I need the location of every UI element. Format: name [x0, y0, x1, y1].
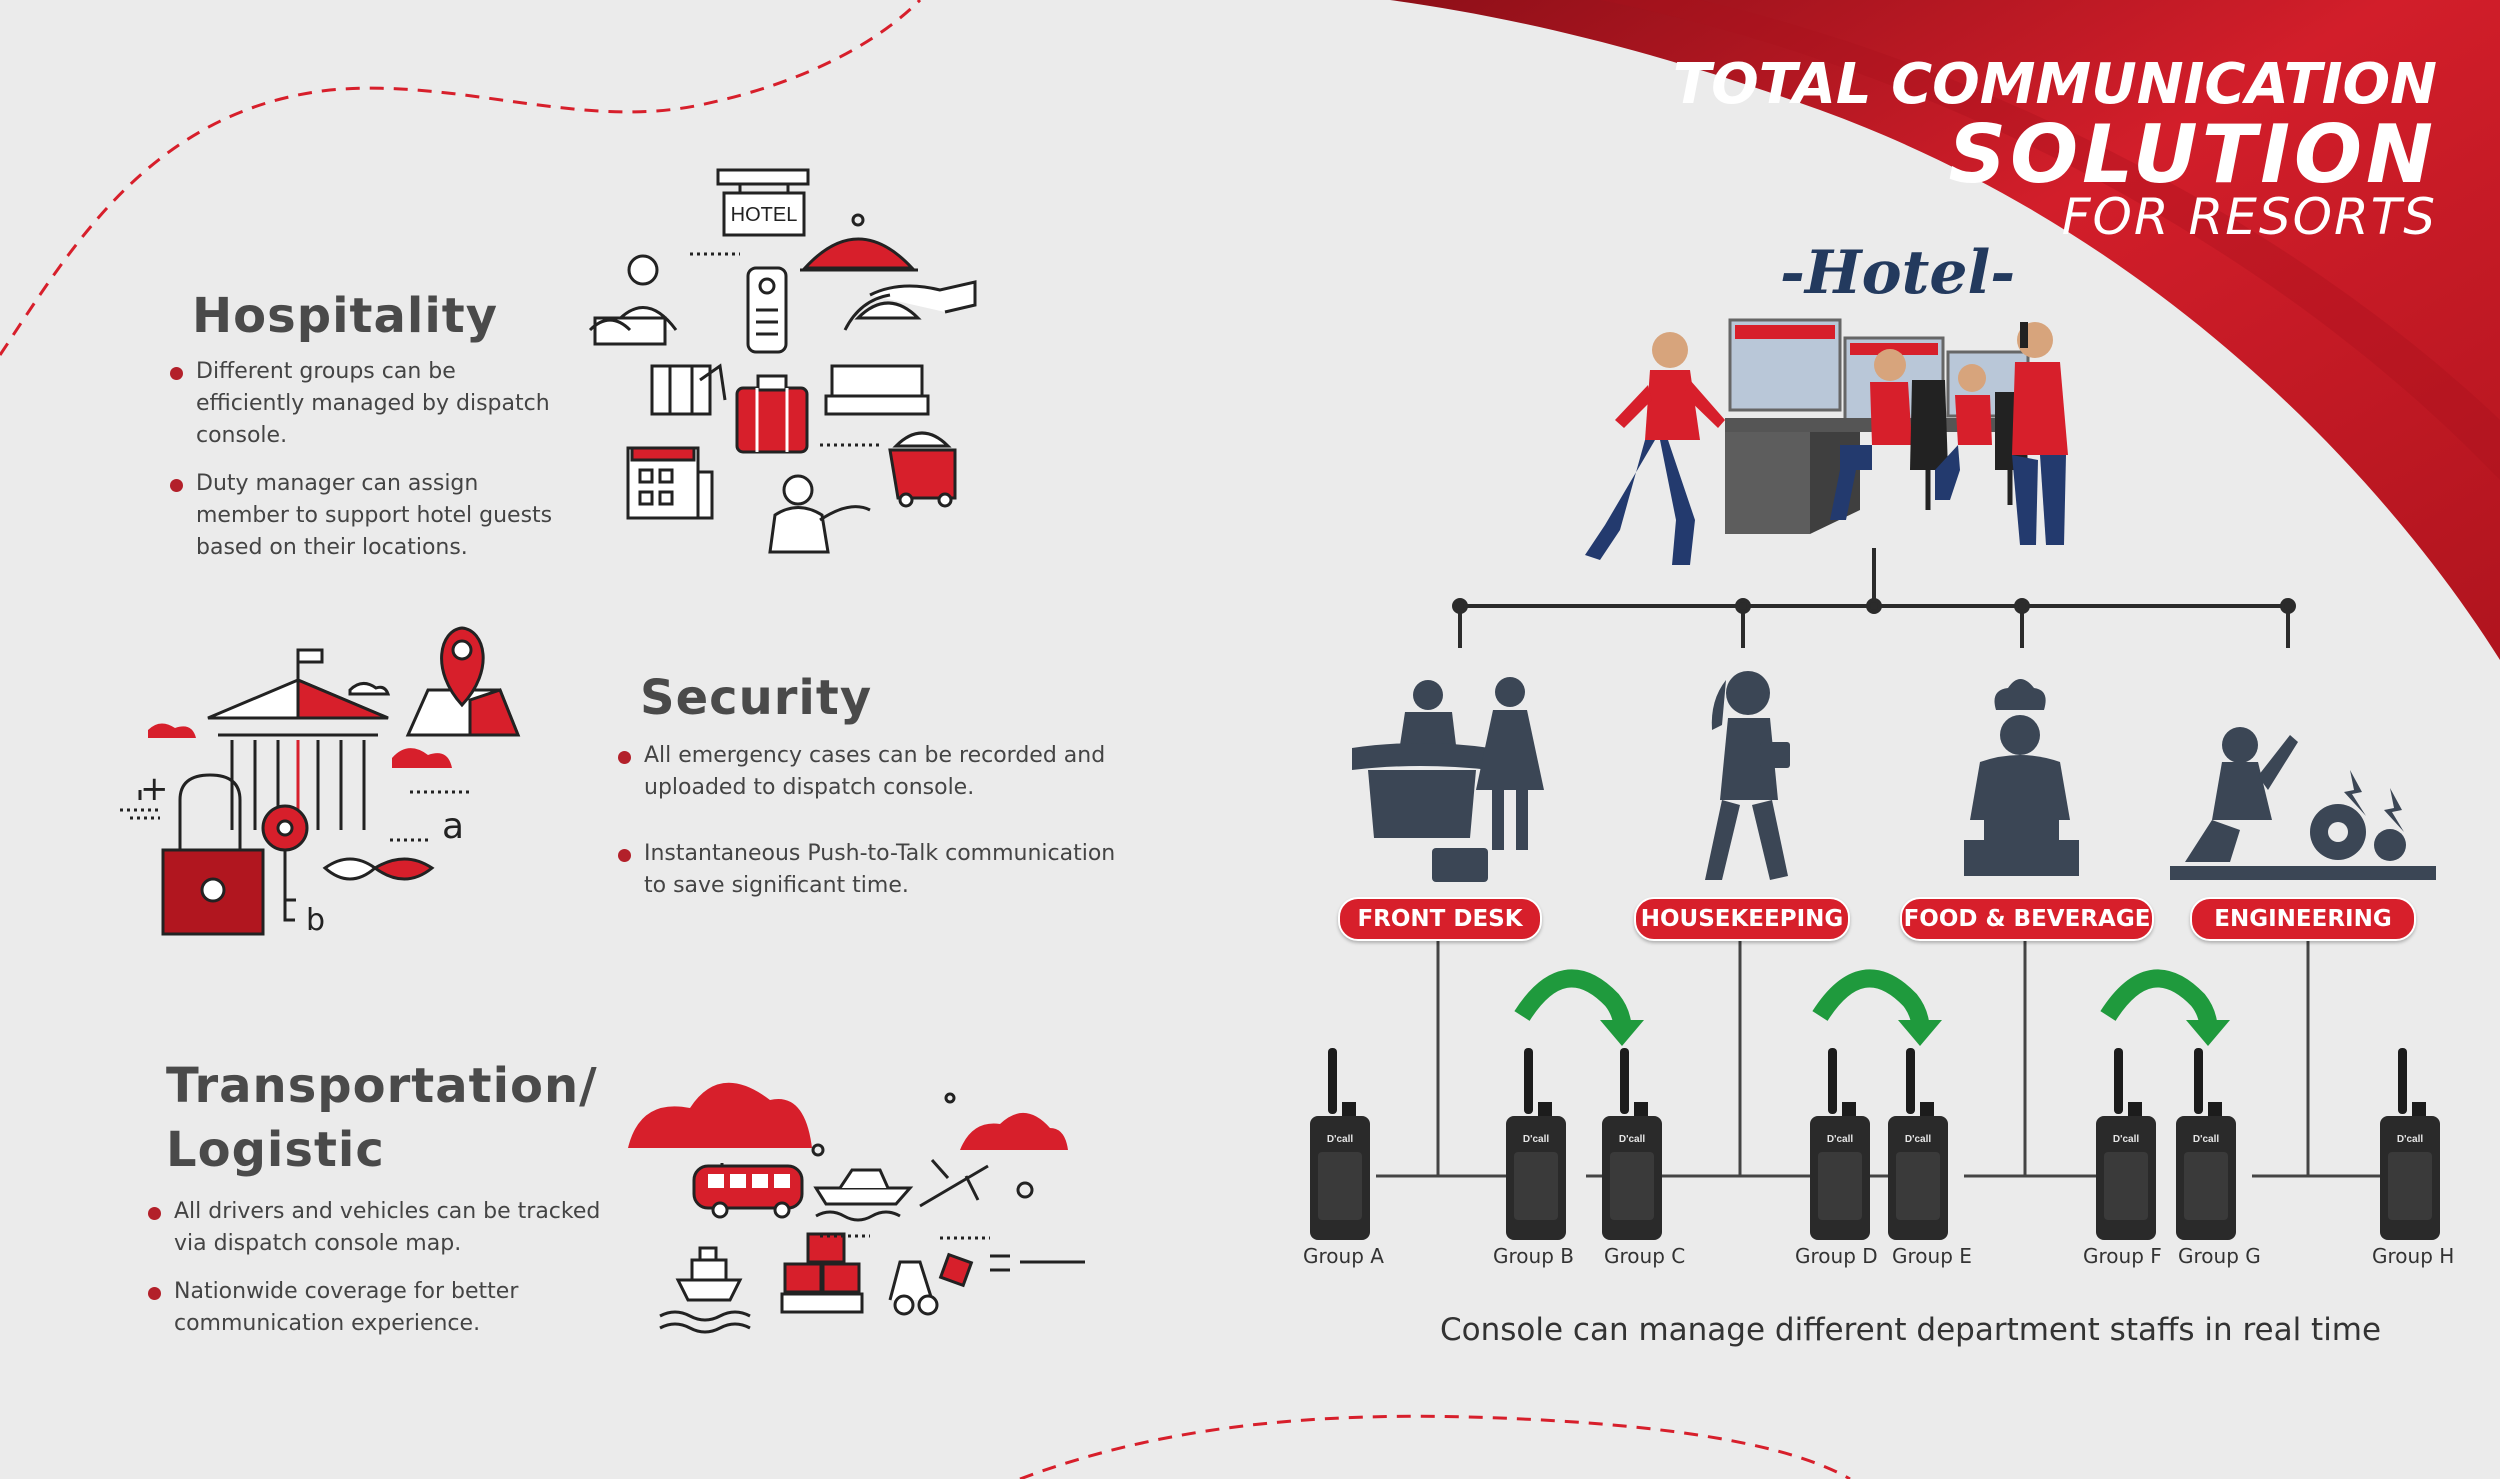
radio-icon: D'call [1602, 1048, 1662, 1240]
radio-brand-label: D'call [1619, 1134, 1646, 1145]
radio-icon: D'call [2380, 1048, 2440, 1240]
security-bullet: Instantaneous Push-to-Talk communication… [618, 838, 1138, 902]
radio-brand-label: D'call [1327, 1134, 1354, 1145]
headline-line1: TOTAL COMMUNICATION [1672, 52, 2437, 117]
group-label: Group G [2178, 1244, 2261, 1268]
radio-icon: D'call [1506, 1048, 1566, 1240]
security-icon-letter-b: b [306, 903, 325, 938]
transport-bullets: All drivers and vehicles can be tracked … [148, 1196, 618, 1356]
dashed-curve-bottom [1019, 1414, 1851, 1479]
dept-food-beverage: FOOD & BEVERAGE [1900, 897, 2154, 941]
red-swoosh [1390, 0, 2500, 660]
arrow-head-1 [1600, 1020, 1644, 1046]
diagram-caption: Console can manage different department … [1440, 1312, 2382, 1348]
radio-brand-label: D'call [1905, 1134, 1932, 1145]
cloud-icon [628, 1082, 812, 1148]
security-icon-letter-a: a [442, 806, 464, 847]
transport-bullet: All drivers and vehicles can be tracked … [148, 1196, 618, 1260]
radio-icon: D'call [1810, 1048, 1870, 1240]
headline-line3: FOR RESORTS [2061, 188, 2437, 246]
hospitality-title: Hospitality [192, 288, 499, 344]
radio-brand-label: D'call [2113, 1134, 2140, 1145]
radio-brand-label: D'call [1827, 1134, 1854, 1145]
group-label: Group H [2372, 1244, 2455, 1268]
radio-icon: D'call [1888, 1048, 1948, 1240]
hospitality-bullet: Duty manager can assign member to suppor… [170, 468, 570, 564]
hospitality-bullet: Different groups can be efficiently mana… [170, 356, 570, 452]
housekeeping-pictogram [1705, 671, 1790, 880]
arrow-head-3 [2186, 1020, 2230, 1046]
engineering-pictogram [2170, 727, 2436, 880]
group-label: Group D [1795, 1244, 1878, 1268]
radio-icon: D'call [2176, 1048, 2236, 1240]
transport-bullet: Nationwide coverage for better communica… [148, 1276, 618, 1340]
hospitality-bullets: Different groups can be efficiently mana… [170, 356, 570, 580]
radio-brand-label: D'call [1523, 1134, 1550, 1145]
plus-icon: + [140, 769, 169, 809]
group-label: Group E [1892, 1244, 1972, 1268]
group-label: Group C [1604, 1244, 1686, 1268]
security-title: Security [640, 670, 873, 726]
transport-title-line1: Transportation/ [166, 1058, 598, 1114]
transport-icons [628, 1082, 1085, 1334]
security-icons [120, 626, 521, 936]
radio-icon: D'call [2096, 1048, 2156, 1240]
headline-line2: SOLUTION [1948, 108, 2437, 201]
security-bullet: All emergency cases can be recorded and … [618, 740, 1138, 804]
control-room-illustration [1585, 318, 2068, 565]
radio-brand-label: D'call [2397, 1134, 2424, 1145]
dept-housekeeping: HOUSEKEEPING [1634, 897, 1850, 941]
dept-engineering: ENGINEERING [2190, 897, 2416, 941]
dept-front-desk: FRONT DESK [1338, 897, 1542, 941]
transport-title-line2: Logistic [166, 1122, 385, 1178]
dashed-curve-top [0, 0, 922, 356]
radio-icon: D'call [1310, 1048, 1370, 1240]
security-bullets: All emergency cases can be recorded and … [618, 740, 1138, 918]
food-beverage-pictogram [1964, 679, 2079, 876]
hotel-sign-text: HOTEL [731, 204, 798, 226]
group-label: Group F [2083, 1244, 2162, 1268]
group-label: Group B [1493, 1244, 1574, 1268]
front-desk-pictogram [1352, 677, 1544, 882]
org-tree [1452, 548, 2296, 648]
group-label: Group A [1303, 1244, 1384, 1268]
arrow-head-2 [1898, 1020, 1942, 1046]
hotel-label: -Hotel- [1780, 238, 2016, 308]
green-arrows [1514, 969, 2217, 1024]
radio-brand-label: D'call [2193, 1134, 2220, 1145]
hospitality-icons [588, 168, 977, 554]
